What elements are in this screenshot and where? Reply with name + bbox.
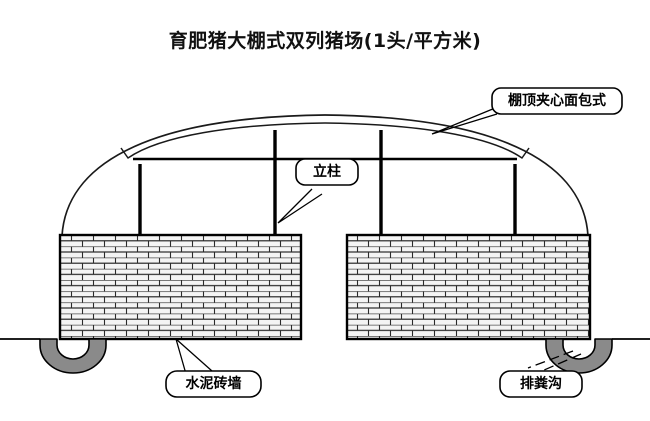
callout-pillar-label: 立柱	[313, 164, 341, 180]
callout-ditch	[499, 350, 583, 398]
roof-edge-cap-right	[521, 147, 530, 159]
callout-pillar	[277, 158, 359, 224]
brick-wall-right	[345, 233, 592, 341]
manure-ditch-right	[545, 338, 613, 374]
outer-arch-shell	[61, 114, 589, 237]
roof-inner-membrane	[127, 122, 523, 159]
callout-ditch-label: 排粪沟	[520, 376, 562, 392]
callout-wall-label: 水泥砖墙	[185, 376, 242, 392]
callout-wall	[165, 338, 262, 398]
callout-roof	[431, 87, 623, 135]
callout-ditch-leader	[527, 350, 582, 375]
callout-roof-bubble	[491, 87, 623, 115]
callout-wall-leader	[175, 338, 213, 375]
callout-pillar-bubble	[295, 158, 359, 186]
callout-roof-leader	[431, 105, 501, 135]
roof-edge-cap-left	[120, 147, 129, 159]
pillar-group	[138, 130, 517, 236]
callout-pillar-leader	[277, 188, 323, 224]
callout-wall-bubble	[165, 370, 262, 398]
callout-ditch-bubble	[499, 370, 583, 398]
manure-ditch-left	[39, 338, 107, 374]
page-title: 育肥猪大棚式双列猪场(1头/平方米)	[168, 30, 482, 52]
brick-wall-left	[58, 233, 303, 341]
callout-roof-label: 棚顶夹心面包式	[508, 93, 606, 109]
